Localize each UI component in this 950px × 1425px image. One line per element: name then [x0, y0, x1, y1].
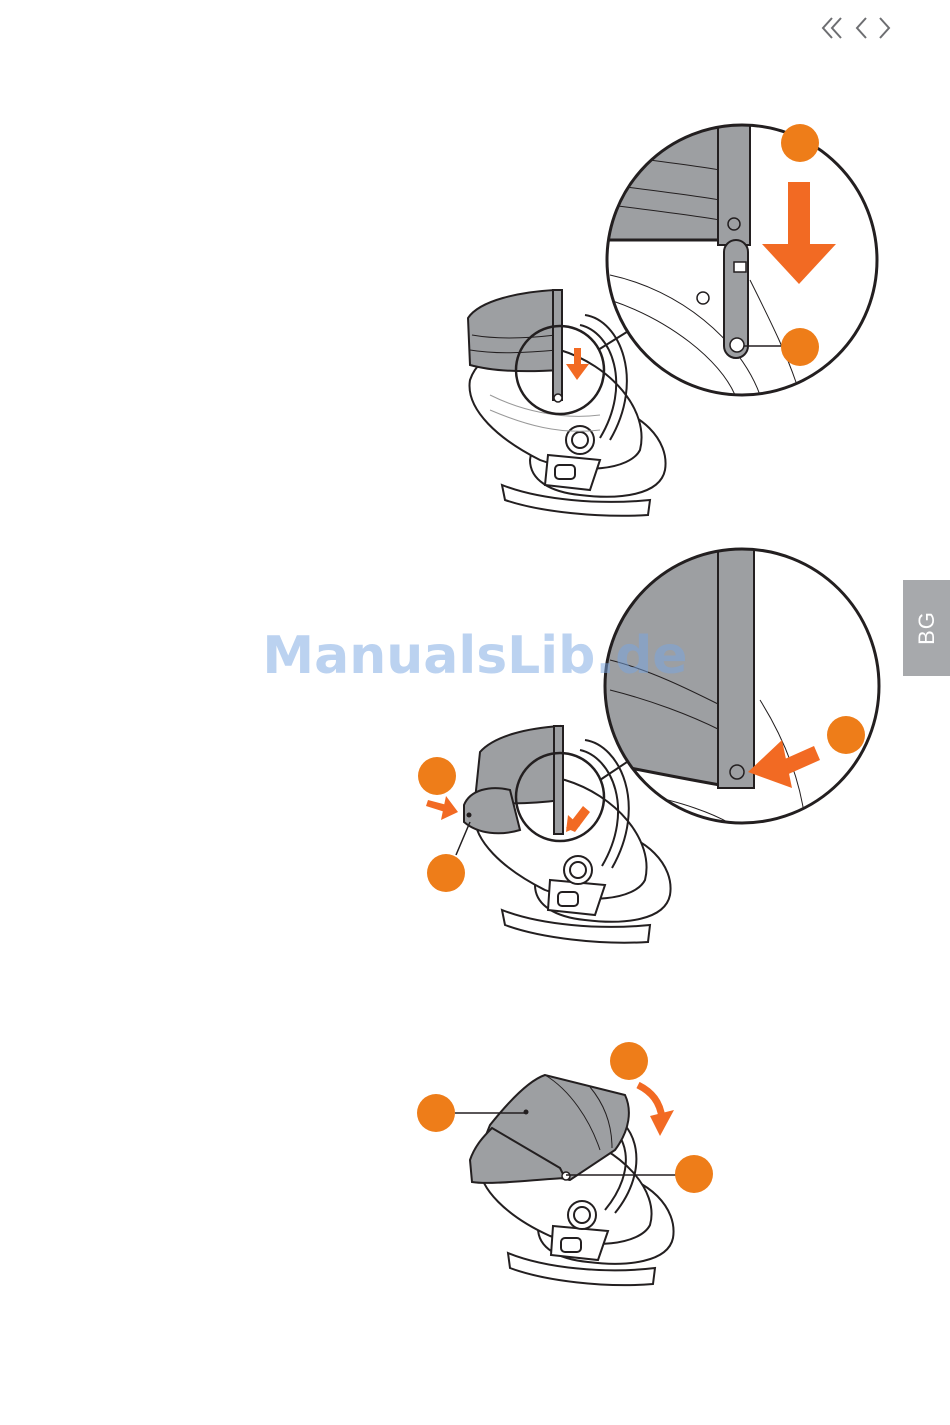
zoom-detail-1 — [600, 120, 900, 420]
page-navigation — [818, 12, 898, 44]
previous-page-button[interactable] — [852, 12, 870, 44]
next-page-button[interactable] — [876, 12, 894, 44]
first-page-button[interactable] — [818, 12, 846, 44]
rotate-arrow-icon — [638, 1085, 674, 1136]
chevron-right-icon — [876, 12, 894, 44]
figure-step-2 — [0, 540, 950, 970]
double-chevron-left-icon — [818, 12, 846, 44]
zoom-detail-2 — [600, 545, 900, 845]
figure-step-3 — [0, 1035, 950, 1295]
chevron-left-icon — [852, 12, 870, 44]
